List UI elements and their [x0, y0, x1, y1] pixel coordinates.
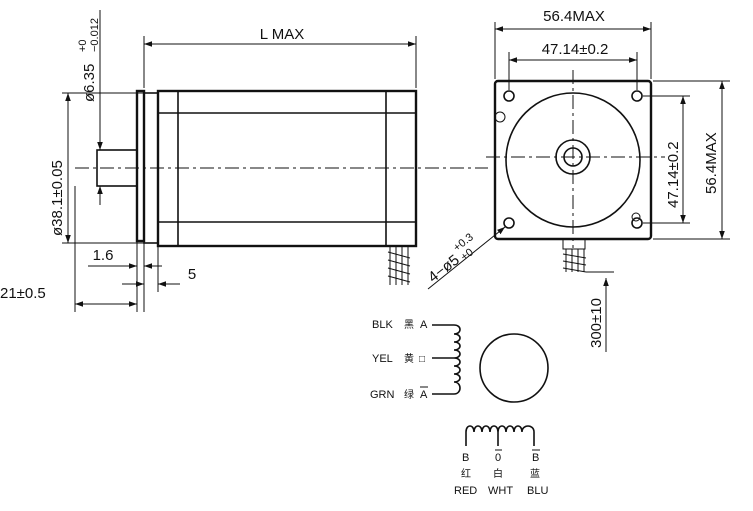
wire-label-yel: YEL [372, 353, 393, 365]
coil-a-winding [432, 324, 461, 395]
overall-width-dimension: 56.4MAX [543, 8, 605, 25]
flange-thickness-dimension: 1.6 [93, 247, 114, 264]
shaft-diameter-tol-upper: +0 [77, 39, 89, 52]
wire-label-red: RED [454, 485, 477, 497]
wire-label-grn: GRN [370, 389, 395, 401]
wire-label-blk-cn: 黑 [404, 319, 414, 331]
shaft-diameter-dimension: ø6.35 [81, 64, 98, 102]
pilot-diameter-dimension: ø38.1±0.05 [49, 160, 66, 236]
shaft-length-dimension: 21±0.5 [0, 285, 46, 302]
mount-holes-dimension: 4−ø5 [425, 251, 463, 286]
wire-label-wht-cn: 白 [493, 467, 503, 480]
wire-pin-a-bar: A [420, 389, 428, 401]
side-lead-wires [387, 246, 411, 285]
wire-label-blk: BLK [372, 319, 393, 331]
hole-spacing-y-dimension: 47.14±0.2 [665, 141, 682, 208]
wire-label-wht: WHT [488, 485, 513, 497]
wire-pin-a: A [420, 319, 428, 331]
hole-spacing-x-dimension: 47.14±0.2 [542, 41, 609, 58]
pilot-depth-dimension: 5 [188, 266, 196, 283]
wire-label-red-cn: 红 [461, 467, 471, 480]
rotor-symbol [479, 333, 549, 403]
wire-pin-b-bar: B [532, 452, 539, 464]
wire-pin-center-a: □ [419, 354, 425, 365]
wire-label-yel-cn: 黄 [404, 352, 414, 365]
overall-height-dimension: 56.4MAX [703, 132, 720, 194]
length-dimension: L MAX [260, 26, 304, 43]
front-view: 56.4MAX 47.14±0.2 47.14±0.2 56.4MAX 4−ø5… [425, 8, 730, 352]
coil-b-winding [465, 425, 535, 446]
wire-label-blu: BLU [527, 485, 548, 497]
lead-length-dimension: 300±10 [588, 298, 605, 348]
mounting-holes [494, 90, 643, 229]
wire-pin-center-b: 0 [495, 452, 501, 464]
wire-label-grn-cn: 绿 [404, 388, 414, 401]
front-lead-wires [562, 238, 587, 273]
front-flange [135, 89, 146, 243]
wire-pin-b: B [462, 452, 469, 464]
wiring-diagram: BLK 黑 A YEL 黄 □ GRN 绿 A B 0 B 红 白 蓝 RED … [370, 319, 549, 497]
shaft-diameter-tol-lower: −0.012 [89, 18, 101, 52]
wire-label-blu-cn: 蓝 [530, 468, 540, 480]
side-view: L MAX ø6.35 +0 −0.012 ø38.1±0.05 1.6 5 2… [0, 10, 488, 312]
